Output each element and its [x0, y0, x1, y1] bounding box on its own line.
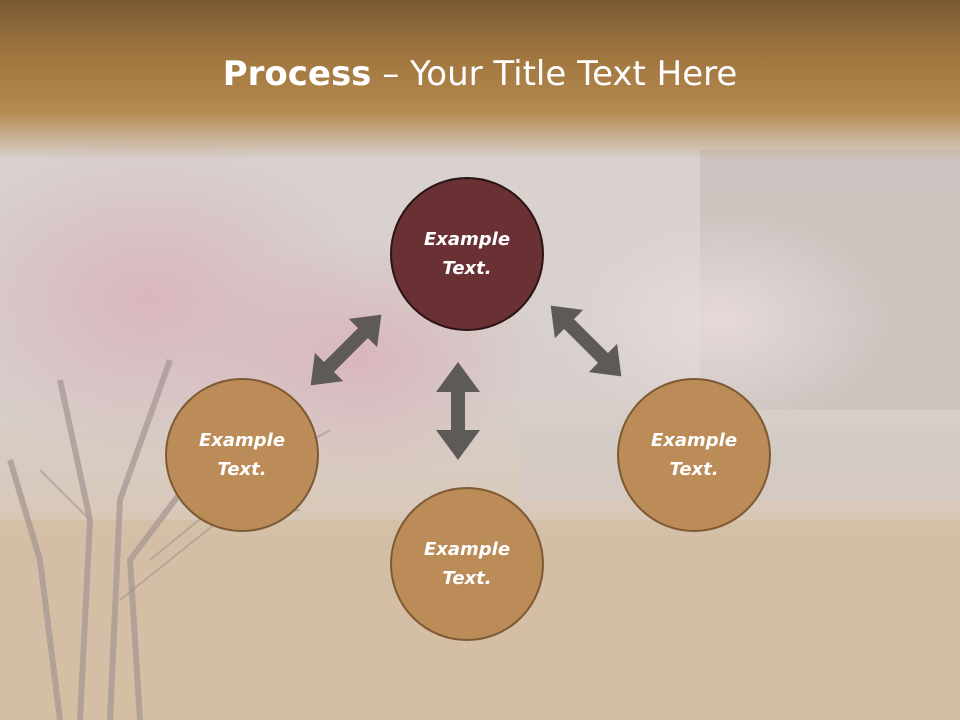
node-top-line2: Text. — [442, 258, 492, 279]
node-bottom-line2: Text. — [442, 568, 492, 589]
slide-title: Process – Your Title Text Here — [0, 52, 960, 96]
arrow-right-diagonal — [550, 305, 622, 377]
node-right-line1: Example — [650, 430, 738, 451]
arrow-vertical — [436, 362, 480, 460]
node-bottom-line1: Example — [423, 539, 511, 560]
node-top-line1: Example — [423, 229, 511, 250]
node-right-line2: Text. — [669, 459, 719, 480]
title-rest: – Your Title Text Here — [371, 54, 738, 94]
center-node[interactable]: Example Text. — [390, 177, 544, 331]
bottom-node[interactable]: Example Text. — [390, 487, 544, 641]
node-left-line1: Example — [198, 430, 286, 451]
title-band — [0, 0, 960, 160]
right-node[interactable]: Example Text. — [617, 378, 771, 532]
left-node[interactable]: Example Text. — [165, 378, 319, 532]
arrow-left-diagonal — [310, 314, 382, 386]
title-bold: Process — [222, 54, 372, 94]
node-left-line2: Text. — [217, 459, 267, 480]
